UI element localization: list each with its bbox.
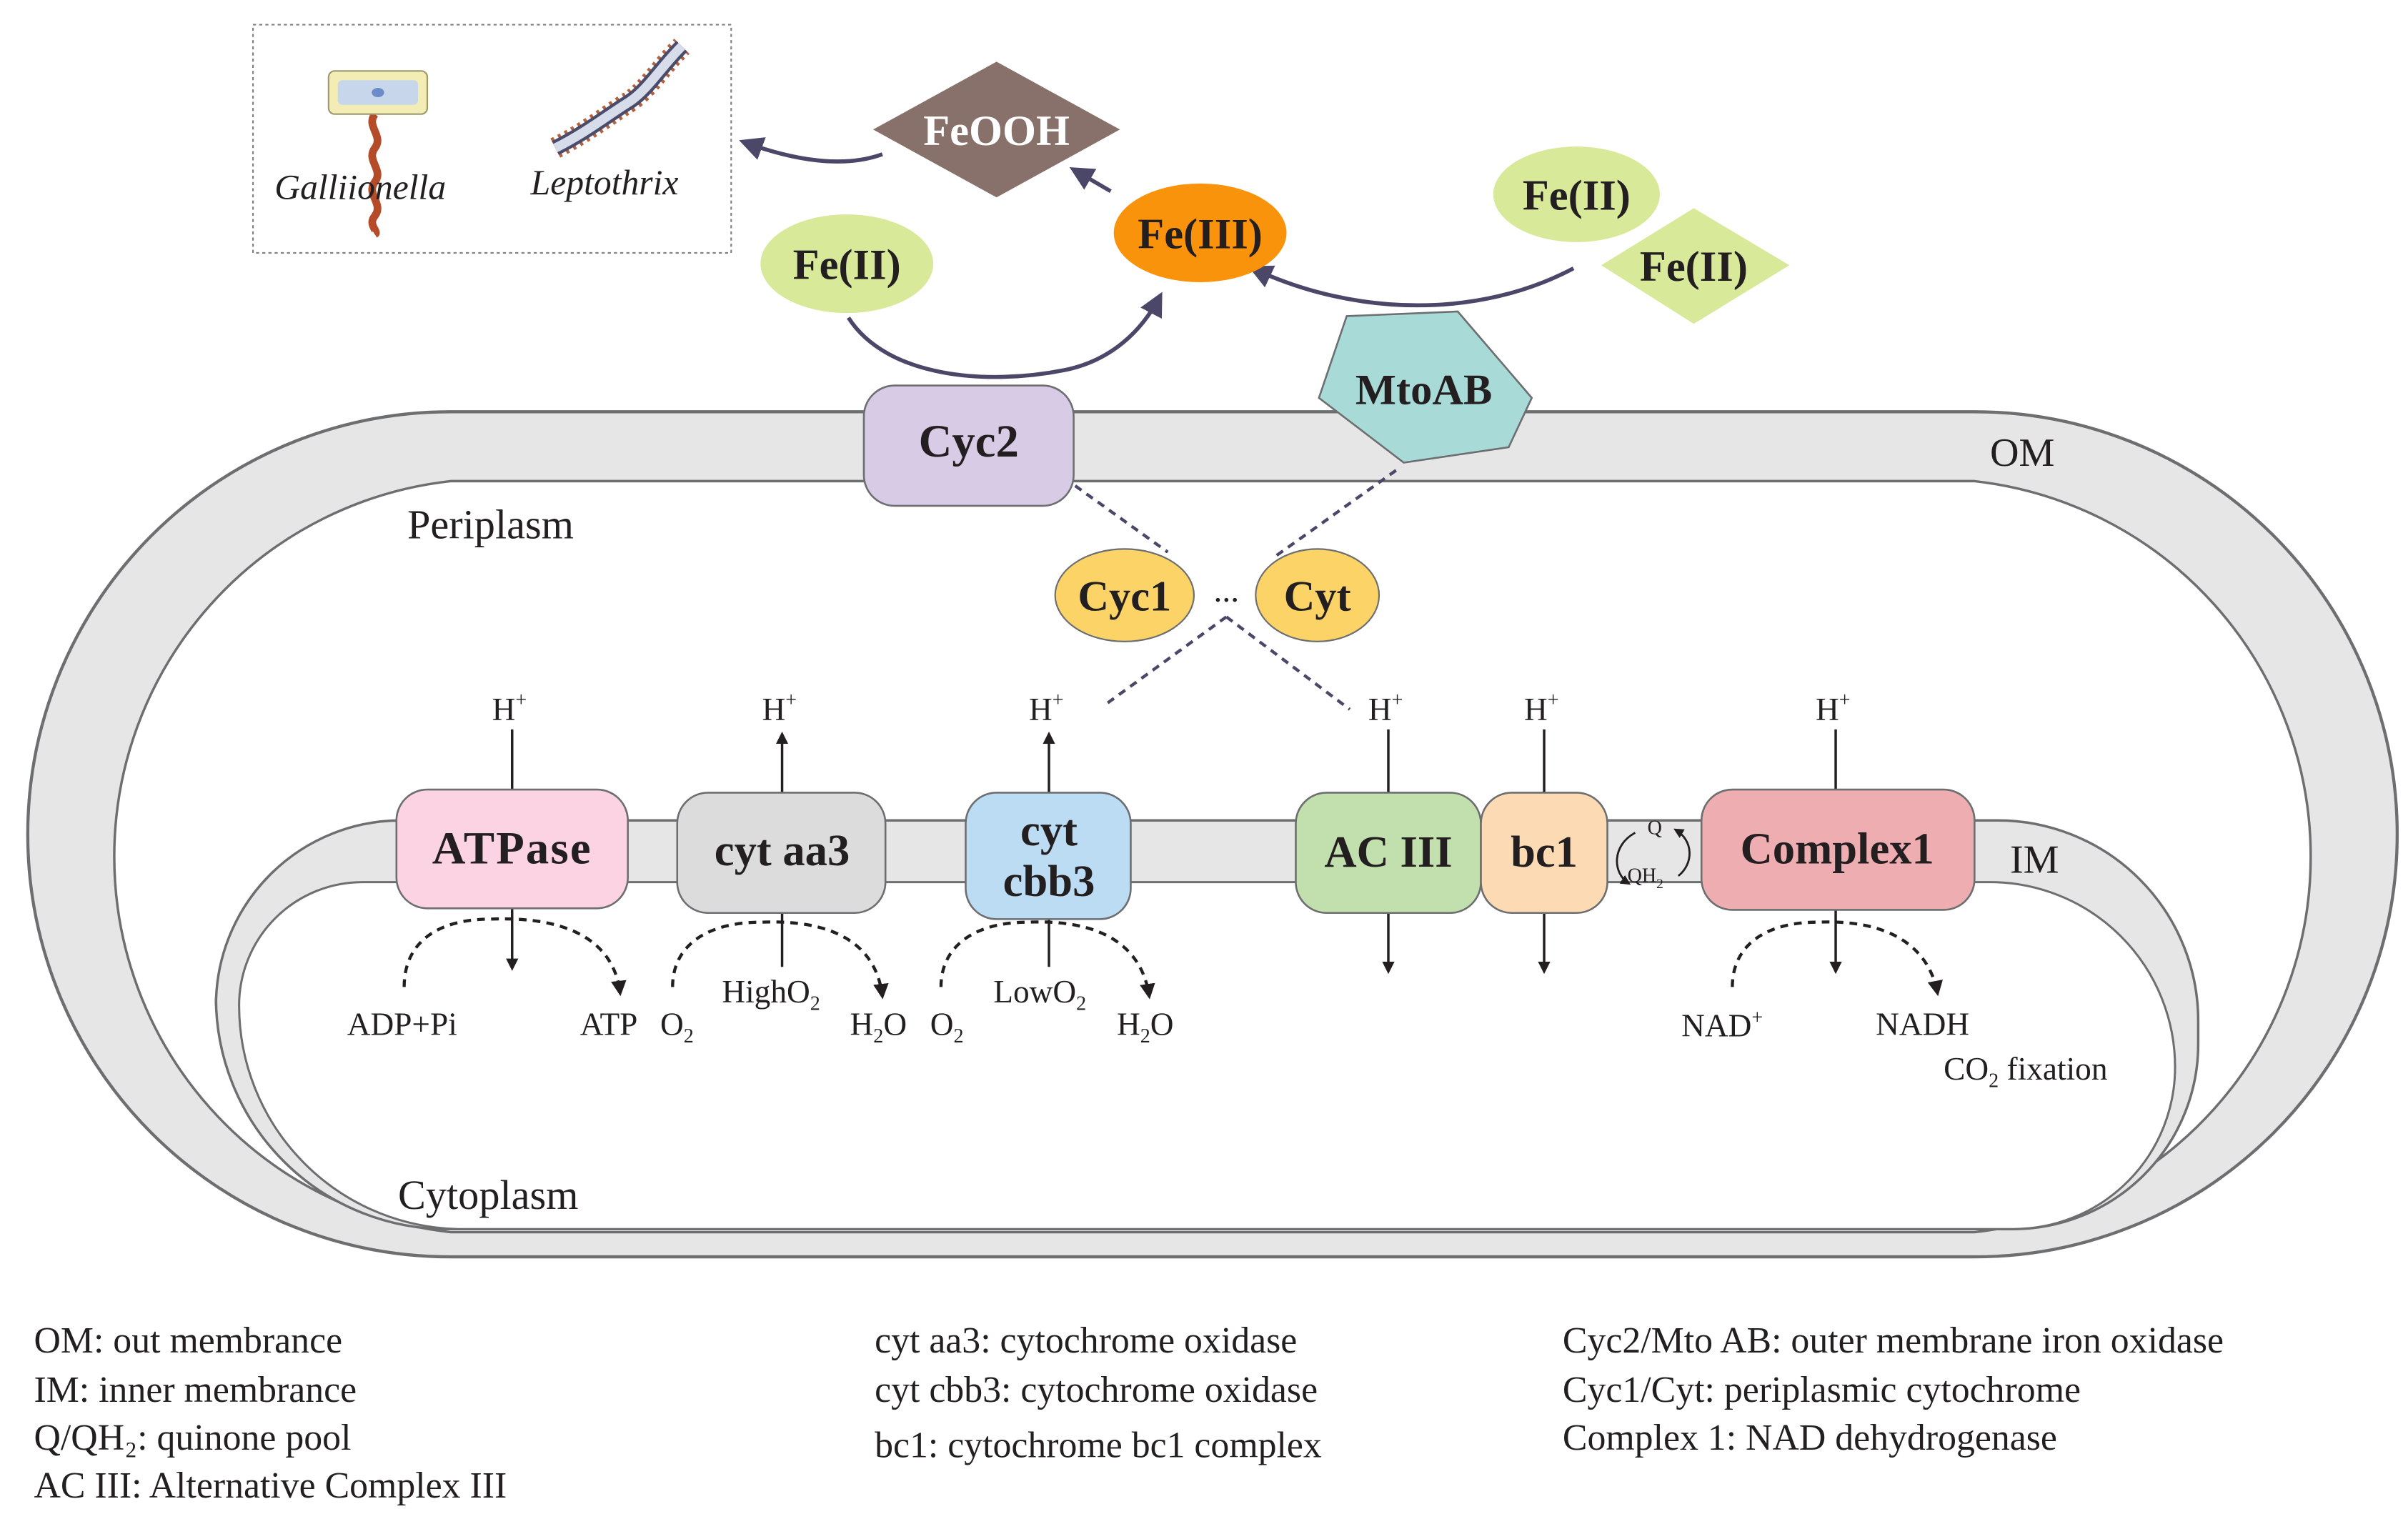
qh2-label: QH2 [1628,865,1663,892]
atpase-shape [395,788,629,910]
legend-aa3: cyt aa3: cytochrome oxidase [875,1320,1297,1361]
reaction-arcs [402,917,1943,1000]
legend-quinone: Q/QH₂: quinone pool [34,1418,351,1458]
leptothrix-label: Leptothrix [530,163,679,202]
o2-cbb3-label: O2 [930,1006,964,1047]
low-o2-label: LowO2 [993,974,1086,1015]
cyc2-shape [862,384,1075,507]
inner-membrane [214,819,2200,1230]
feooh-label: FeOOH [923,107,1070,155]
periplasm-label: Periplasm [407,501,574,547]
complex1-label: Complex1 [1741,824,1934,874]
cyt-label: Cyt [1284,573,1351,621]
leptothrix-icon [550,39,690,158]
fe2-left-label: Fe(II) [793,241,901,289]
fe2-right-diamond-label: Fe(II) [1640,243,1748,291]
h2o-cbb3-label: H2O [1117,1006,1174,1047]
om-label: OM [1990,431,2054,475]
fe3-label: Fe(III) [1138,211,1263,259]
h-plus-cbb3: H+ [1029,689,1064,727]
o2-aa3-label: O2 [660,1006,694,1047]
legend-om: OM: out membrance [34,1320,342,1361]
legend-cbb3: cyt cbb3: cytochrome oxidase [875,1370,1318,1410]
ac3-label: AC III [1324,827,1452,877]
cyc1-label: Cyc1 [1078,573,1171,621]
mtoab-label: MtoAB [1355,367,1492,414]
cyt-cbb3-label-1: cyt [1020,805,1078,855]
h2o-aa3-label: H2O [850,1006,907,1047]
legend-bc1: bc1: cytochrome bc1 complex [875,1425,1322,1466]
nad-label: NAD+ [1681,1007,1763,1043]
fe3-shape [1113,183,1287,282]
nadh-label: NADH [1876,1006,1969,1042]
gallionella-label: Galliionella [274,167,446,206]
mtoab-shape [1318,310,1533,464]
cyc1-shape [1054,548,1195,642]
bc1-shape [1480,792,1608,915]
adp-pi-label: ADP+Pi [347,1006,457,1042]
co2-fixation-label: CO2 fixation [1944,1051,2107,1092]
fe2-right-ellipse-label: Fe(II) [1523,172,1631,220]
h-plus-atpase: H+ [492,689,527,727]
high-o2-label: HighO2 [722,974,820,1015]
cytoplasm-label: Cytoplasm [398,1172,579,1218]
fe2-left-shape [760,214,934,314]
iron-arrows [739,137,1575,379]
cyt-cbb3-label-2: cbb3 [1003,856,1095,906]
feooh-shape [872,61,1120,198]
h-plus-aa3: H+ [762,689,797,727]
bc1-label: bc1 [1511,827,1578,877]
h-plus-bc1: H+ [1524,689,1559,727]
electron-path-lines [1074,469,1398,711]
legend-cyc1-cyt: Cyc1/Cyt: periplasmic cytochrome [1563,1370,2081,1410]
h-plus-complex1: H+ [1816,689,1851,727]
q-label: Q [1648,817,1662,840]
atpase-label: ATPase [432,823,592,875]
legend-complex1: Complex 1: NAD dehydrogenase [1563,1418,2057,1458]
atp-label: ATP [580,1006,638,1042]
cyc2-label: Cyc2 [919,416,1019,467]
cyt-shape [1255,548,1380,642]
complex1-shape [1700,788,1976,911]
cyt-aa3-shape [676,792,887,915]
fe2-right-ellipse-shape [1493,146,1660,242]
cyt-aa3-label: cyt aa3 [715,825,850,875]
fe2-right-diamond-shape [1601,208,1790,324]
cyt-cbb3-shape [965,792,1132,920]
ellipsis-label: ... [1213,572,1239,609]
organism-box: Galliionella Leptothrix [252,24,732,254]
legend-cyc2-mtoab: Cyc2/Mto AB: outer membrane iron oxidase [1563,1320,2224,1361]
legend-ac3: AC III: Alternative Complex III [34,1465,507,1506]
proton-arrows [506,729,1842,975]
gallionella-icon [327,70,429,238]
legend: OM: out membrance IM: inner membrance Q/… [34,1320,2224,1506]
im-label: IM [2010,838,2059,882]
h-plus-labels: H+ H+ H+ H+ H+ H+ [492,689,1851,727]
quinone-cycle [1616,828,1691,885]
h-plus-ac3: H+ [1368,689,1403,727]
legend-im: IM: inner membrance [34,1370,357,1410]
